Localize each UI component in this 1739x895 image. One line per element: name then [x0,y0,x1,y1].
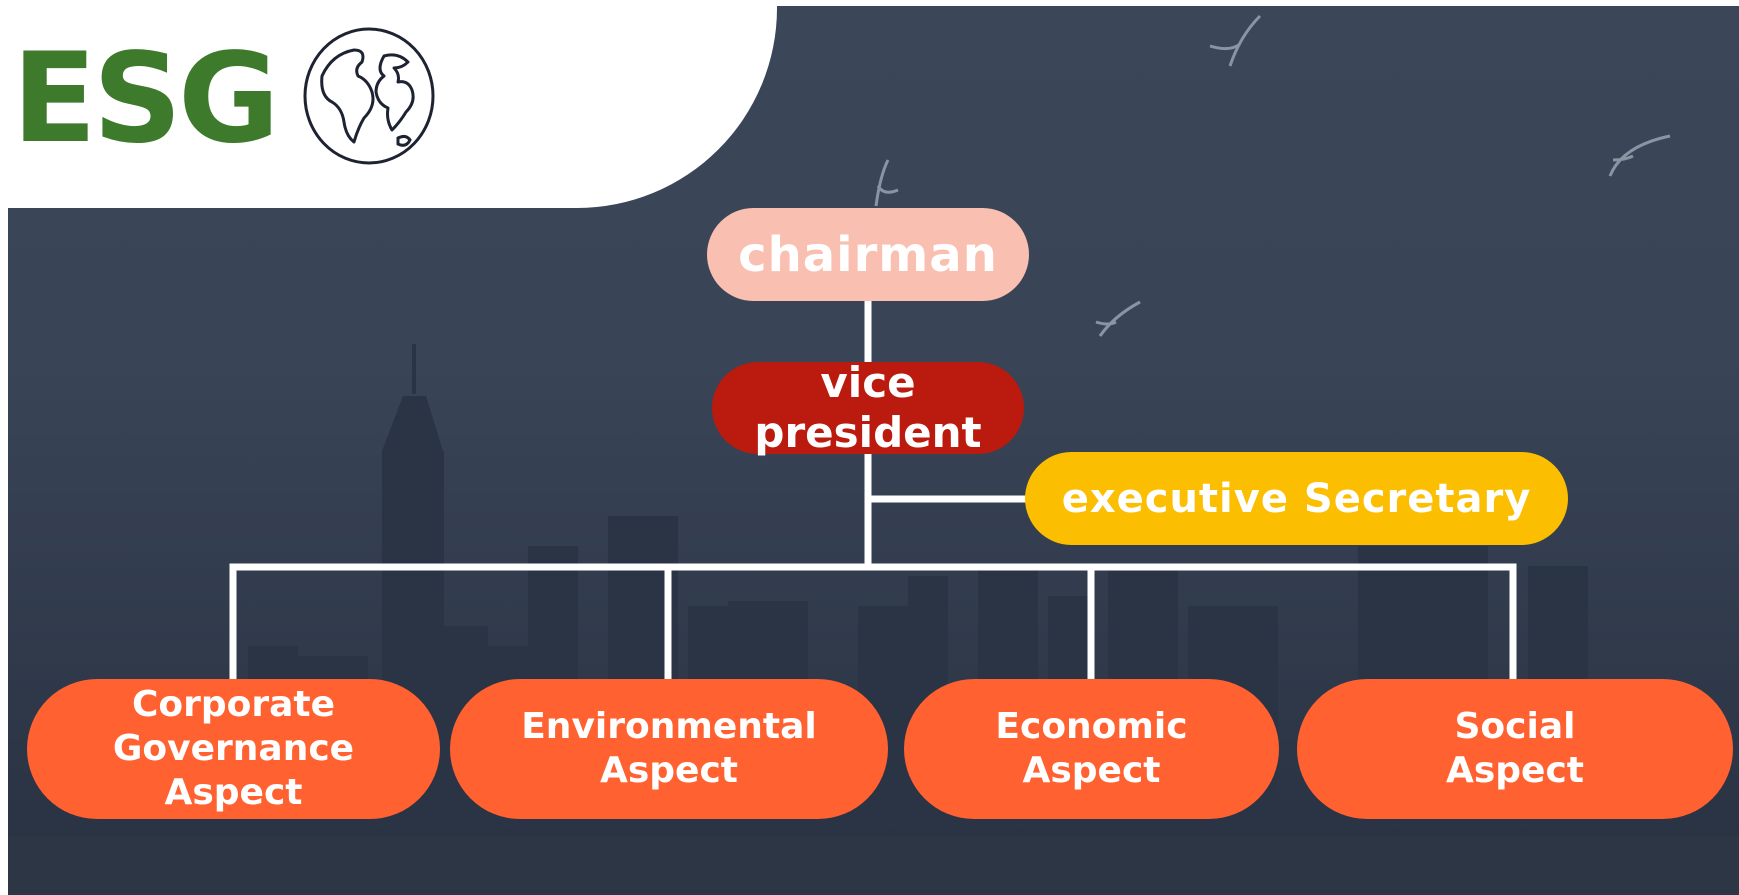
aspect-label-line1: Environmental [521,706,817,747]
chairman-label: chairman [738,226,998,283]
social-aspect-node: Social Aspect [1297,679,1733,819]
environmental-aspect-node: Environmental Aspect [450,679,888,819]
logo-panel: ESG [0,0,777,208]
aspect-label-line1: Corporate [131,684,336,725]
aspect-label-line2: Governance [112,728,355,769]
executive-secretary-node: executive Secretary [1025,452,1568,545]
vice-president-node: vice president [712,358,1024,457]
chairman-node: chairman [707,208,1029,301]
vice-president-label-line2: president [754,408,982,457]
aspect-label-line1: Social [1454,706,1576,747]
aspect-label-line2: Aspect [599,750,739,791]
birds-decoration [874,14,1671,337]
economic-aspect-node: Economic Aspect [904,679,1279,819]
globe-icon [303,27,435,165]
executive-secretary-label: executive Secretary [1061,475,1532,522]
corporate-governance-aspect-node: Corporate Governance Aspect [27,679,440,819]
esg-logo-text: ESG [12,27,280,171]
aspect-label-line2: Aspect [1022,750,1161,791]
aspect-label-line3: Aspect [164,772,303,813]
vice-president-label-line1: vice [820,358,916,407]
aspect-label-line2: Aspect [1445,750,1585,791]
aspect-label-line1: Economic [995,706,1188,747]
